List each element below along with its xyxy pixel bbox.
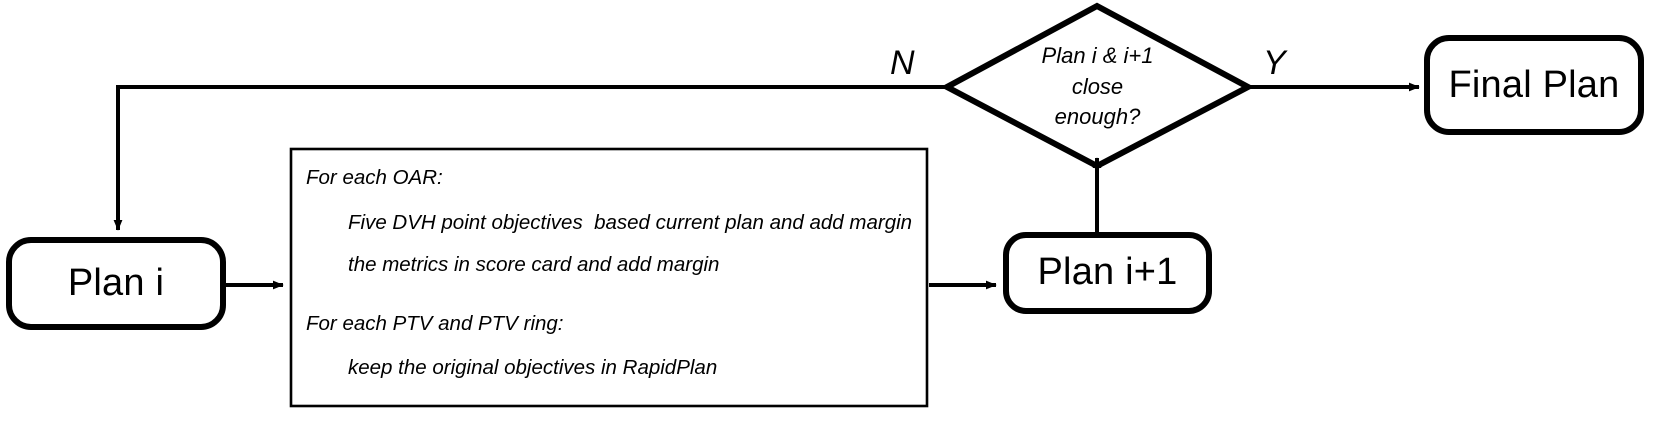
detail-line-score-card-metrics: the metrics in score card and add margin	[348, 253, 720, 276]
edge-decision-no-to-plan-i	[113, 85, 945, 231]
node-plan-i-shape[interactable]	[6, 237, 226, 330]
node-detail-box-shape[interactable]	[289, 147, 929, 408]
detail-spacer	[304, 276, 914, 314]
detail-line-for-each-oar: For each OAR:	[306, 166, 443, 189]
node-final-plan-shape[interactable]	[1424, 35, 1644, 135]
node-decision-shape[interactable]	[940, 2, 1255, 170]
detail-line-dvh-objectives: Five DVH point objectives based current …	[348, 210, 913, 234]
detail-line-for-each-ptv: For each PTV and PTV ring:	[306, 311, 564, 335]
node-detail-box-text: For each OAR: Five DVH point objectives …	[290, 148, 928, 407]
node-plan-i-plus-1-shape[interactable]	[1003, 232, 1212, 314]
detail-line-keep-original-objectives: keep the original objectives in RapidPla…	[348, 356, 718, 379]
